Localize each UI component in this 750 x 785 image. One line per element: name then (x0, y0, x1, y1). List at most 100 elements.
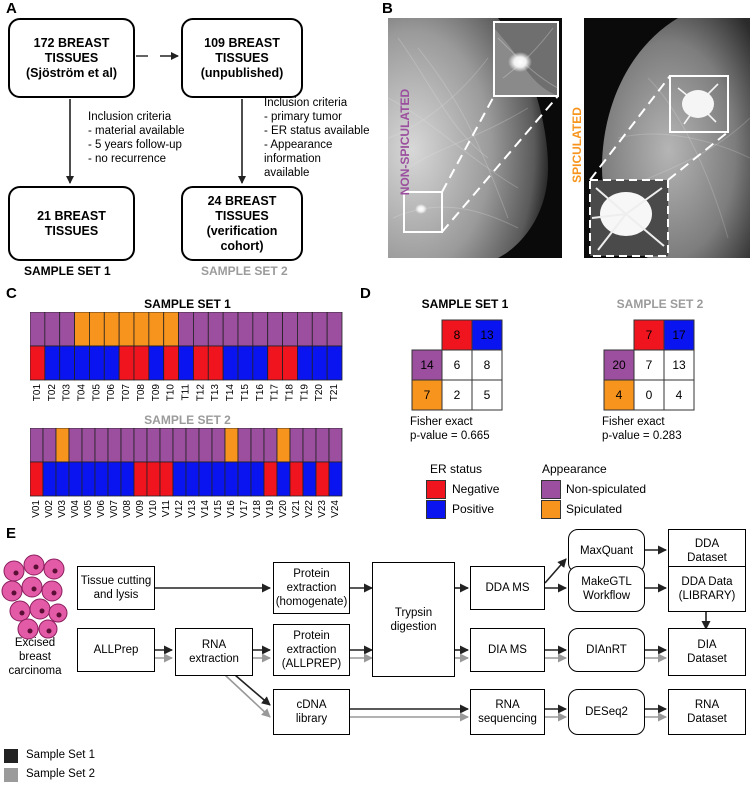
non-spiculated-label: NON-SPICULATED (398, 88, 412, 196)
set1-appearance-cell (326, 312, 343, 347)
set2-appearance-cell (289, 428, 304, 463)
set2-er-cell (146, 461, 161, 497)
set1-sample-label: T21 (329, 384, 340, 402)
set1-er-cell (103, 345, 120, 381)
set1-s-neg-cell (441, 379, 473, 411)
set2-er-cell (120, 461, 135, 497)
set1-sample-label: T09 (151, 384, 162, 402)
set2-sample-label: V07 (109, 500, 120, 518)
set1-sample-label: T18 (285, 384, 296, 402)
set1-appearance-cell (222, 312, 239, 347)
set1-ns-pos-value: 8 (484, 358, 491, 372)
set2-sample-label: V13 (187, 500, 198, 518)
set2-sample-label: V10 (148, 500, 159, 518)
p-value-set1: p-value = 0.665 (410, 430, 490, 442)
set2-sample-label: V23 (317, 500, 328, 518)
set1-sample-label: T05 (91, 384, 102, 402)
set1-appearance-cell (103, 312, 120, 347)
set1-appearance-cell (252, 312, 269, 347)
set1-er-cell (163, 345, 179, 381)
set1-appearance-cell (89, 312, 105, 347)
set2-sample-label: V03 (57, 500, 68, 518)
set2-er-cell (250, 461, 265, 497)
set1-er-cell (222, 345, 239, 381)
set2-ns-neg-value: 7 (646, 358, 653, 372)
set2-appearance-cell (55, 428, 70, 463)
set1-sample-label: T03 (62, 384, 73, 402)
set2-sample-label: V22 (304, 500, 315, 518)
legend-appearance-title: Appearance (542, 462, 607, 476)
legend-nonspiculated-swatch (541, 480, 561, 499)
panel-letter-c: C (6, 285, 17, 302)
set2-appearance-cell (81, 428, 96, 463)
set1-er-cell (133, 345, 150, 381)
set2-er-cell (68, 461, 83, 497)
box-172-tissues: 172 BREAST TISSUES (Sjöström et al) (8, 18, 135, 98)
rna-sequencing-box: RNA sequencing (470, 689, 545, 735)
set1-er-cell (59, 345, 75, 381)
legend-negative-label: Negative (452, 482, 500, 496)
set1-spic-total-value: 7 (424, 388, 431, 402)
set2-nonspic-total-cell (603, 349, 635, 381)
set2-s-pos-cell (663, 379, 695, 411)
set2-neg-total-value: 7 (646, 328, 653, 342)
table-set1-title: SAMPLE SET 1 (421, 297, 509, 311)
legend-spiculated-swatch (541, 500, 561, 519)
set2-er-cell (276, 461, 291, 497)
dda-ms-box: DDA MS (470, 566, 545, 610)
allprep-box: ALLPrep (77, 628, 155, 672)
set1-appearance-cell (282, 312, 298, 347)
set2-sample-label: V11 (161, 500, 172, 517)
set1-sample-label: T12 (195, 384, 206, 402)
set1-sample-label: T02 (47, 384, 58, 402)
set2-er-cell (159, 461, 174, 497)
set2-appearance-cell (198, 428, 213, 463)
legend-set2-swatch (4, 768, 18, 782)
set2-sample-label: V24 (330, 500, 341, 518)
set1-appearance-cell (59, 312, 75, 347)
panel-a-arrows (66, 52, 246, 184)
set2-sample-label: V19 (265, 500, 276, 518)
set1-neg-total-cell (441, 319, 473, 351)
dianrt-box: DIAnRT (568, 628, 645, 672)
set2-er-cell (224, 461, 239, 497)
cdna-library-box: cDNA library (273, 689, 350, 735)
set1-appearance-cell (267, 312, 283, 347)
set2-sample-label: V21 (291, 500, 302, 518)
box-21-tissues: 21 BREAST TISSUES (8, 186, 135, 261)
set1-appearance-cell (30, 312, 46, 347)
set1-appearance-cell (311, 312, 328, 347)
set1-ns-neg-value: 6 (454, 358, 461, 372)
set2-appearance-cell (302, 428, 317, 463)
set1-er-cell (118, 345, 135, 381)
dia-ms-box: DIA MS (470, 628, 545, 672)
set2-er-cell (263, 461, 278, 497)
heatmap-set1-title: SAMPLE SET 1 (144, 297, 231, 311)
set1-er-cell (237, 345, 254, 381)
set2-er-cell (315, 461, 330, 497)
set1-sample-label: T07 (121, 384, 132, 402)
set2-sample-label: V12 (174, 500, 185, 518)
maxquant-box: MaxQuant (568, 529, 645, 573)
set2-er-cell (328, 461, 343, 497)
set2-er-cell (55, 461, 70, 497)
panel-letter-b: B (382, 0, 393, 17)
legend-nonspiculated-label: Non-spiculated (566, 482, 647, 496)
set1-sample-label: T16 (255, 384, 266, 402)
fisher-set2: Fisher exact p-value = 0.283 (602, 415, 682, 443)
panel-letter-e: E (6, 525, 17, 542)
set2-er-cell (172, 461, 187, 497)
set1-pos-total-value: 13 (480, 328, 494, 342)
set2-appearance-cell (276, 428, 291, 463)
heatmap-set2-title: SAMPLE SET 2 (144, 413, 231, 427)
set2-er-cell (198, 461, 213, 497)
protein-extraction-allprep-box: Protein extraction (ALLPREP) (273, 624, 350, 676)
set2-appearance-cell (42, 428, 57, 463)
set1-s-pos-cell (471, 379, 503, 411)
set2-appearance-cell (237, 428, 252, 463)
set1-appearance-cell (178, 312, 194, 347)
set1-neg-total-value: 8 (454, 328, 461, 342)
